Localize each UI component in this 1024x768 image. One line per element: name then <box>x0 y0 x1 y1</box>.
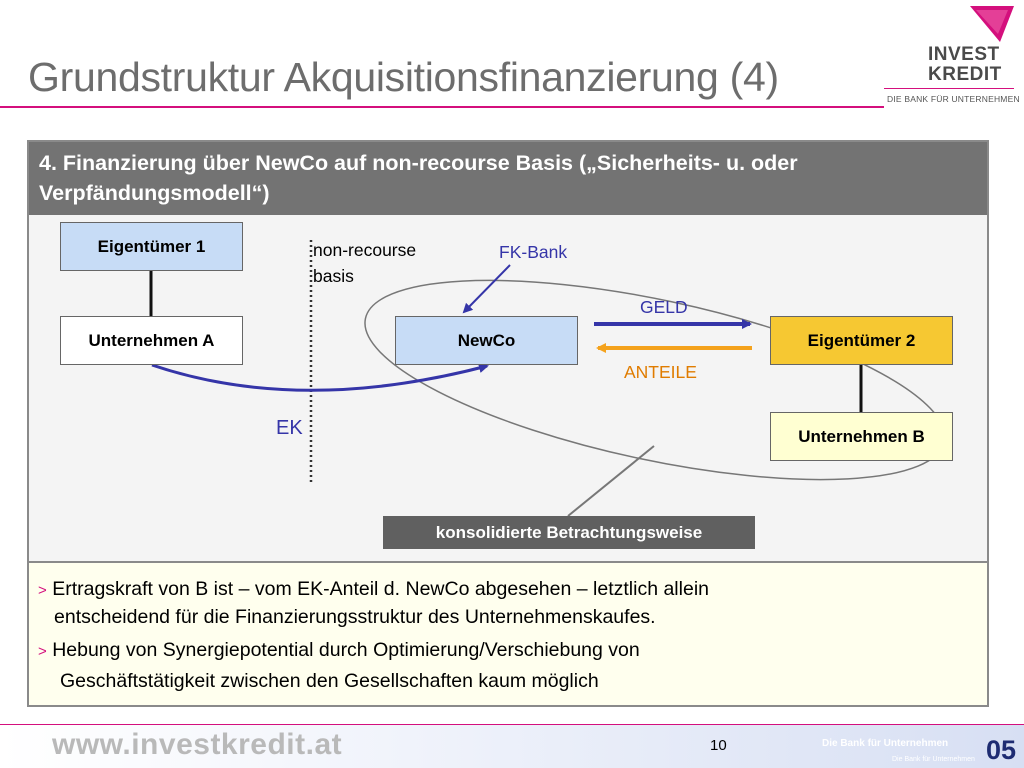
box-newco: NewCo <box>395 316 578 365</box>
footer-number: 05 <box>986 735 1017 765</box>
logo-triangle-icon <box>970 6 1014 42</box>
footer-band <box>0 725 1024 768</box>
ek-arrow <box>151 363 489 392</box>
box-unternehmen-b: Unternehmen B <box>770 412 953 461</box>
diagram-area <box>29 215 987 561</box>
bullet-2-line-1: > Hebung von Synergiepotential durch Opt… <box>38 639 640 662</box>
consolidated-view-label: konsolidierte Betrachtungsweise <box>383 516 755 549</box>
bullets-area <box>29 563 987 705</box>
content-frame <box>27 140 989 707</box>
label-fk-bank: FK-Bank <box>499 242 568 262</box>
footer-divider <box>0 724 1024 725</box>
logo-text-invest: INVEST <box>928 44 1000 65</box>
box-eigentuemer-1: Eigentümer 1 <box>60 222 243 271</box>
label-anteile: ANTEILE <box>624 362 697 382</box>
section-separator <box>29 561 987 563</box>
footer-website-link[interactable]: www.investkredit.at <box>52 728 343 761</box>
bullet-1-line-1: > Ertragskraft von B ist – vom EK-Anteil… <box>38 578 709 601</box>
page-title: Grundstruktur Akquisitionsfinanzierung (… <box>28 54 779 100</box>
logo-text-kredit: KREDIT <box>928 64 1002 85</box>
bullet-2-line-2: Geschäftstätigkeit zwischen den Gesellsc… <box>60 670 599 692</box>
box-eigentuemer-2: Eigentümer 2 <box>770 316 953 365</box>
label-geld: GELD <box>640 297 688 317</box>
logo-divider <box>884 88 1014 89</box>
bullet-2-text: Hebung von Synergiepotential durch Optim… <box>52 639 640 661</box>
box-unternehmen-a: Unternehmen A <box>60 316 243 365</box>
page-number: 10 <box>710 737 727 754</box>
footer-tagline: Die Bank für Unternehmen <box>822 738 949 749</box>
section-header: 4. Finanzierung über NewCo auf non-recou… <box>29 142 987 215</box>
consolidation-pointer <box>567 445 655 517</box>
label-non-recourse: non-recourse <box>313 240 417 260</box>
bullet-marker-2: > <box>38 643 47 660</box>
bullet-1-line-2: entscheidend für die Finanzierungsstrukt… <box>54 606 656 628</box>
fk-bank-arrow <box>462 264 511 314</box>
label-basis: basis <box>313 266 354 286</box>
logo-tagline: DIE BANK FÜR UNTERNEHMEN <box>887 94 1020 104</box>
title-divider <box>0 106 884 108</box>
bullet-marker-1: > <box>38 582 47 599</box>
bullet-1-text: Ertragskraft von B ist – vom EK-Anteil d… <box>52 578 709 600</box>
footer-tagline-small: Die Bank für Unternehmen <box>892 756 975 763</box>
label-ek: EK <box>276 417 303 439</box>
